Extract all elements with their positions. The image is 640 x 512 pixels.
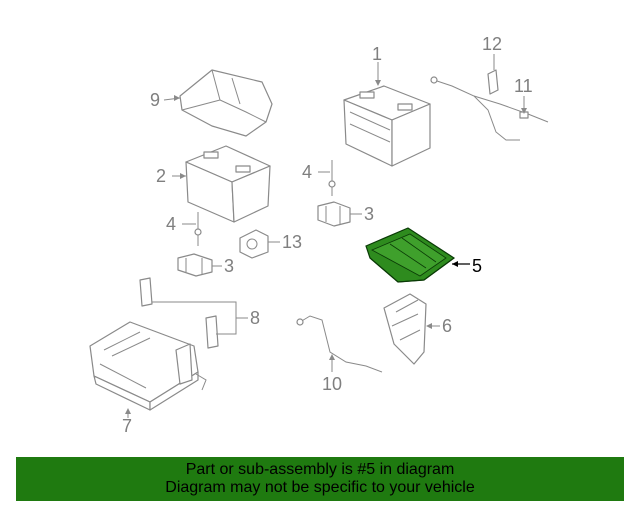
- callout-7: 7: [122, 416, 132, 436]
- part-3-hold-down-left[interactable]: [177, 253, 213, 277]
- banner-line-2: Diagram may not be specific to your vehi…: [165, 479, 475, 496]
- part-3-hold-down-right[interactable]: [317, 201, 351, 227]
- part-12-clip[interactable]: [487, 69, 499, 95]
- callout-12: 12: [482, 34, 502, 54]
- part-5-battery-tray[interactable]: [365, 227, 456, 283]
- callout-2: 2: [156, 166, 166, 186]
- callout-8: 8: [250, 308, 260, 328]
- part-2-battery[interactable]: [185, 145, 271, 223]
- callout-4-right: 4: [302, 162, 312, 182]
- callout-9: 9: [150, 90, 160, 110]
- info-banner: Part or sub-assembly is #5 in diagram Di…: [16, 457, 624, 501]
- callout-4-left: 4: [166, 214, 176, 234]
- callout-10: 10: [322, 374, 342, 394]
- callout-5: 5: [472, 256, 482, 276]
- part-10-cable[interactable]: [296, 315, 383, 373]
- part-6-shield[interactable]: [383, 293, 427, 365]
- part-4-bolt-left[interactable]: [194, 212, 202, 246]
- part-9-battery-cover[interactable]: [179, 69, 273, 137]
- part-7-battery-support[interactable]: [89, 321, 207, 411]
- banner-line-1: Part or sub-assembly is #5 in diagram: [185, 461, 455, 478]
- callout-3-right: 3: [364, 204, 374, 224]
- part-4-bolt-right[interactable]: [328, 160, 336, 196]
- callout-6: 6: [442, 316, 452, 336]
- callout-3-left: 3: [224, 256, 234, 276]
- callout-13: 13: [282, 232, 302, 252]
- part-1-battery[interactable]: [343, 85, 431, 167]
- part-13-sensor[interactable]: [239, 229, 269, 259]
- part-8-brackets[interactable]: [139, 277, 219, 349]
- callout-11: 11: [514, 76, 533, 96]
- callout-1: 1: [372, 44, 382, 64]
